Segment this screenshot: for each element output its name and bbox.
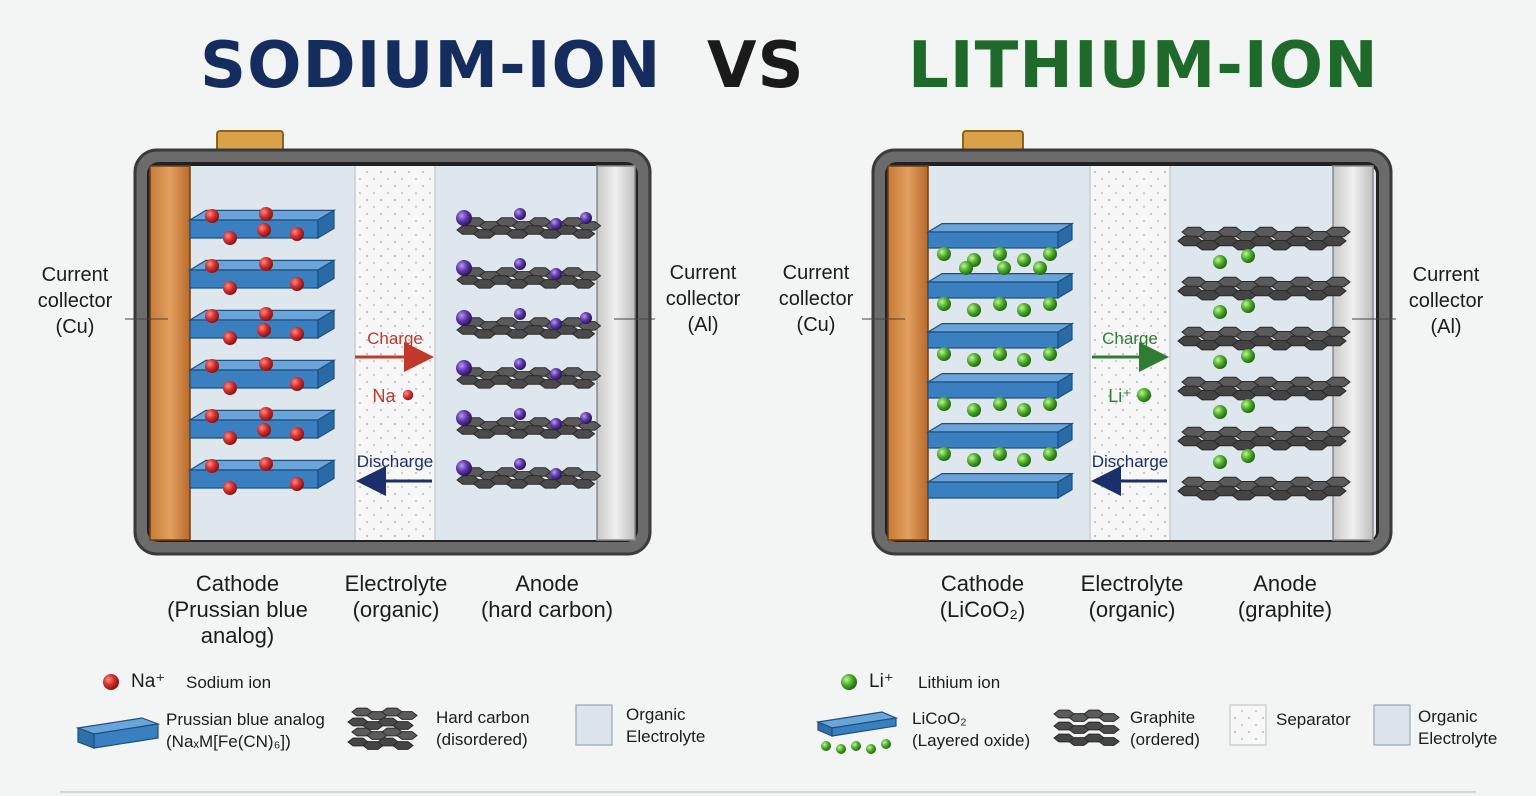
sodium-cathode-label: Cathode (Prussian blue analog) (167, 571, 308, 648)
legend-graphite-icon (1053, 709, 1120, 746)
lithium-collector-right-label: Current collector (Al) (1408, 264, 1484, 338)
lithium-ion-icon (1137, 388, 1151, 402)
sodium-charge-label: Charge (367, 329, 423, 348)
sodium-cathode-layers (187, 207, 337, 495)
legend-na-symbol: Na⁺ (131, 671, 166, 692)
sodium-discharge-label: Discharge (357, 452, 434, 471)
lithium-anode-layers (1177, 226, 1351, 501)
lithium-charge-label: Charge (1102, 329, 1158, 348)
legend-hard-carbon-label: Hard carbon (disordered) (436, 708, 530, 749)
bottom-divider (60, 791, 1476, 793)
lithium-cell (871, 130, 1393, 556)
sodium-ion-icon (401, 388, 415, 402)
sodium-electrolyte-label: Electrolyte (organic) (344, 571, 448, 622)
sodium-cell (133, 130, 652, 556)
legend-hard-carbon-icon (347, 707, 418, 750)
legend-li-ion-icon (841, 674, 857, 690)
legend-li-symbol: Li⁺ (869, 671, 894, 692)
legend-prussian-label: Prussian blue analog (NaₓM[Fe(CN)₆]) (166, 710, 325, 751)
legend-separator-label: Separator (1276, 710, 1351, 729)
legend-na-electrolyte-label: Organic Electrolyte (626, 705, 706, 746)
legend-li-electrolyte-swatch (1373, 704, 1411, 746)
lithium-copper-collector (887, 165, 929, 541)
lithium-discharge-label: Discharge (1092, 452, 1169, 471)
lithium-electrolyte-label: Electrolyte (organic) (1080, 571, 1184, 622)
sodium-collector-right-label: Current collector (Al) (665, 262, 741, 336)
legend-na-ion-icon (103, 674, 119, 690)
lithium-ion-label: Li⁺ (1108, 386, 1132, 406)
title-lithium-ion: LITHIUM-ION (908, 29, 1379, 103)
legend-licoo2-label: LiCoO₂ (Layered oxide) (912, 709, 1031, 750)
sodium-anode-label: Anode (hard carbon) (480, 571, 614, 622)
legend-li-electrolyte-label: Organic Electrolyte (1418, 707, 1498, 748)
lithium-collector-left-label: Current collector (Cu) (778, 262, 854, 336)
legend-graphite-label: Graphite (ordered) (1130, 708, 1200, 749)
sodium-anode-layers (456, 208, 602, 489)
sodium-aluminum-collector (596, 165, 636, 541)
sodium-ion-label: Na (372, 386, 396, 406)
lithium-cathode-layers (925, 222, 1075, 500)
legend-na-electrolyte-swatch (575, 704, 613, 746)
sodium-copper-collector (149, 165, 191, 541)
legend-li-name: Lithium ion (918, 673, 1001, 692)
title-vs: VS (707, 29, 805, 103)
sodium-collector-left-label: Current collector (Cu) (37, 264, 113, 338)
legend-licoo2-slab-icon (815, 711, 899, 754)
title-sodium-ion: SODIUM-ION (200, 29, 662, 103)
lithium-anode-label: Anode (graphite) (1237, 571, 1333, 622)
legend-na-name: Sodium ion (186, 673, 272, 692)
legend-prussian-slab-icon (75, 717, 161, 749)
lithium-cathode-label: Cathode (LiCoO₂) (939, 571, 1026, 622)
